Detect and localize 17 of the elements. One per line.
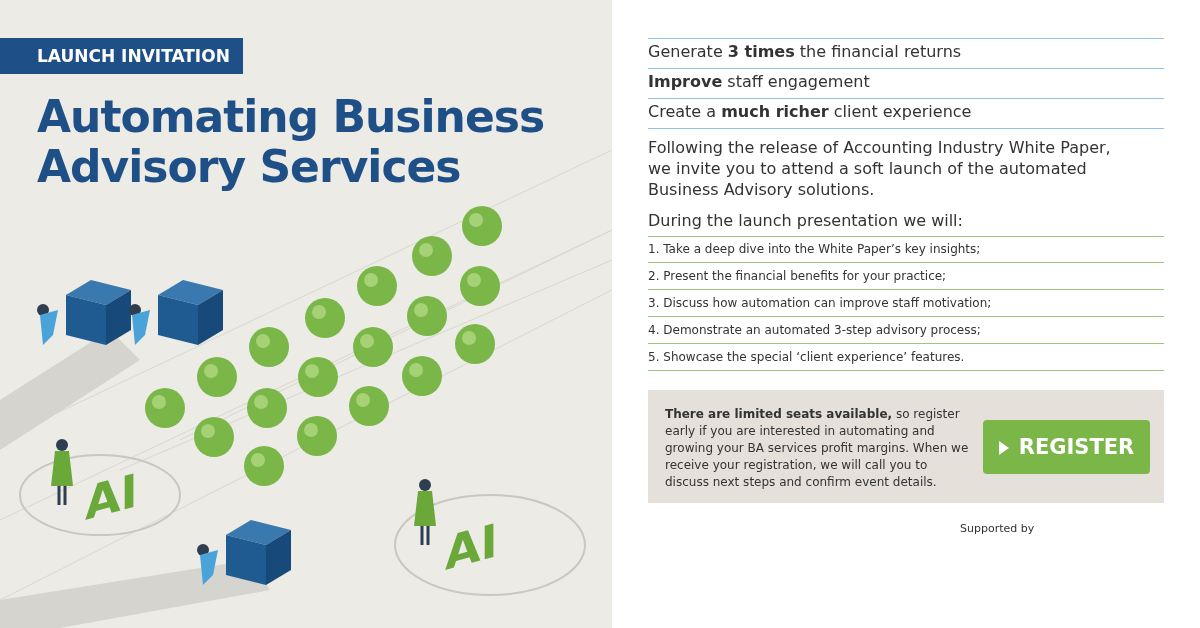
benefit-text: Generate 3 times the financial returns [648, 42, 962, 61]
list-item: 1. Take a deep dive into the White Paper’s key insights; [648, 242, 981, 256]
tag-label: LAUNCH INVITATION [0, 38, 243, 74]
list-item: 3. Discuss how automation can improve staff motivation; [648, 296, 992, 310]
supported-by-text: Supported by [960, 522, 1035, 535]
list-item: 5. Showcase the special ‘client experience’ features. [648, 350, 965, 364]
title: Automating Business Advisory Services [37, 92, 546, 192]
floor-text: AI [445, 512, 498, 582]
benefit-text: Create a much richer client experience [648, 102, 972, 121]
floor-text: AI [85, 462, 138, 532]
benefit-text: Improve staff engagement [648, 72, 870, 91]
intro-paragraph: Following the release of Accounting Industry White Paper, we invite you to attend a soft launch of the automated Business Advisory solutions. [648, 137, 1112, 200]
notice-paragraph: There are limited seats available, so register early if you are interested in automating and growing your BA services profit margins. When we receive your registration, we will call you to discuss next steps and confirm event details. [665, 406, 970, 491]
register-button: REGISTER [983, 420, 1150, 474]
list-item: 2. Present the financial benefits for your practice; [648, 269, 947, 283]
list-heading: During the launch presentation we will: [648, 211, 963, 230]
list-item: 4. Demonstrate an automated 3-step advisory process; [648, 323, 981, 337]
